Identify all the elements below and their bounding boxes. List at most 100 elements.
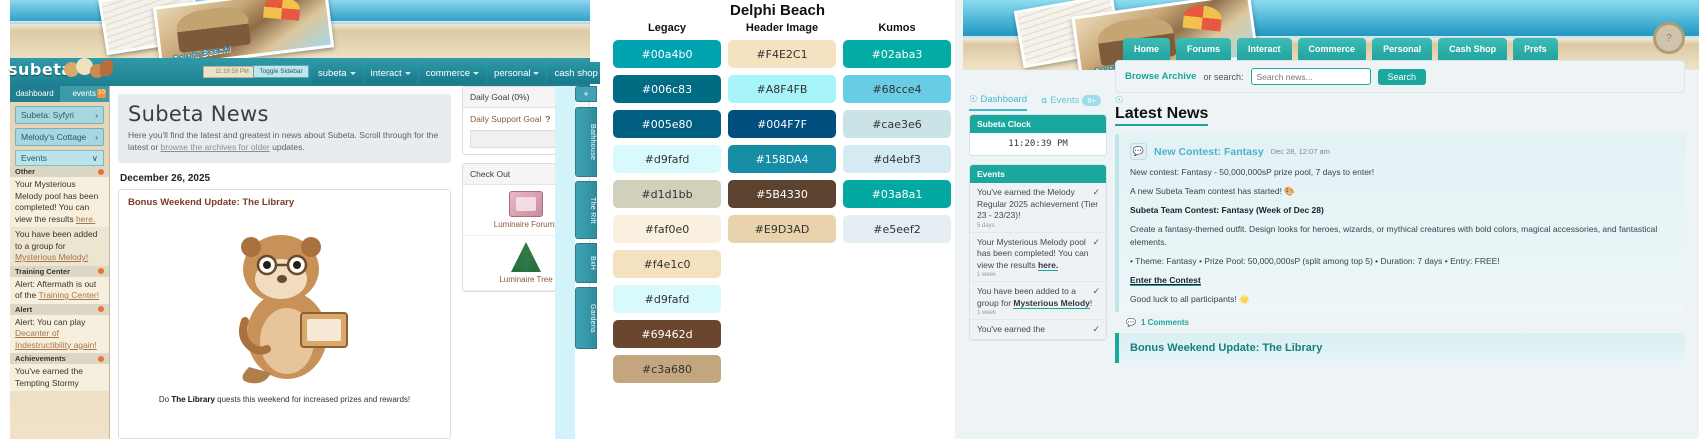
nav-item-commerce[interactable]: commerce [419,62,486,84]
status-dot-icon [98,355,104,362]
check-icon[interactable]: ✓ [1092,187,1100,197]
nav-item-prefs[interactable]: Prefs [1513,38,1558,60]
nav-item-forums[interactable]: Forums [1176,38,1232,60]
legacy-aqua-strip [555,86,575,439]
archives-link[interactable]: browse the archives for older [160,142,270,152]
event-group-header: Training Center [10,265,109,277]
news-article-2-title[interactable]: Bonus Weekend Update: The Library [1115,333,1685,363]
legacy-logo[interactable]: subeta [8,60,73,79]
nav-item-cash-shop[interactable]: cash shop [548,62,600,84]
event-text: Alert: Aftermath is out of the [15,278,97,301]
nav-item-personal[interactable]: personal [488,62,546,84]
swatch: #d4ebf3 [843,145,951,173]
news-card-title[interactable]: Bonus Weekend Update: The Library [128,197,295,208]
nav-item-cash-shop[interactable]: Cash Shop [1438,38,1508,60]
caption-post: quests this weekend for increased prizes… [214,395,411,404]
check-out-item[interactable]: Luminaire Tree [463,236,589,291]
nav-item-interact[interactable]: Interact [1237,38,1292,60]
search-button[interactable]: Search [1377,68,1427,85]
palette-column-header: Kumos [878,22,916,34]
more-icon: ☉ [1114,95,1124,106]
nav-label: interact [370,68,402,79]
kumos-nav: Home Forums Interact Commerce Personal C… [1123,38,1558,60]
kumos-main-content: Browse Archive or search: Search Latest … [1115,60,1685,439]
event-link[interactable]: Mysterious Melody! [15,252,89,262]
swatch: #006c83 [613,75,721,103]
nav-item-commerce[interactable]: Commerce [1297,38,1367,60]
chevron-down-icon [473,72,480,75]
tab-dashboard[interactable]: dashboard [10,86,60,102]
sidebar-events-section[interactable]: Events∨ [15,150,104,166]
check-icon[interactable]: ✓ [1092,236,1100,247]
event-item: ✓ You've earned the Melody Regular 2025 … [970,183,1106,233]
speech-bubble-icon: 💬 [1130,143,1147,160]
article-title[interactable]: New Contest: Fantasy [1154,145,1264,158]
comments-row[interactable]: 💬 1 Comments [1115,312,1685,333]
chevron-down-icon [349,72,356,75]
palette-column-header: Header Image [745,22,819,34]
swatch: #cae3e6 [843,110,951,138]
nav-item-interact[interactable]: interact [364,62,417,84]
search-input[interactable] [1250,68,1371,85]
daily-support-goal-link: Daily Support Goal [470,114,542,124]
swatch: #00a4b0 [613,40,721,68]
article-line-2: A new Subeta Team contest has started! 🎨 [1130,186,1295,196]
article-line-1: New contest: Fantasy - 50,000,000sP priz… [1130,167,1375,177]
tab-dashboard[interactable]: ☉ Dashboard [969,94,1028,111]
chevron-right-icon: › [95,110,98,120]
event-time: 5 days [977,222,995,229]
vtab-bathhouse[interactable]: Bathhouse [575,107,597,177]
sidebar-pet-label: Subeta: Syfyri [21,110,74,120]
tab-more[interactable]: ☉ [1115,95,1124,110]
palette-panel: Delphi Beach Legacy #00a4b0 #006c83 #005… [600,0,955,439]
check-icon[interactable]: ✓ [1092,286,1100,296]
status-dot-icon [98,306,104,312]
swatch: #f4e1c0 [613,250,721,278]
event-link[interactable]: Decanter of Indestructibility again! [15,328,97,350]
vtab-the-rift[interactable]: The Rift [575,181,597,239]
event-text: You've earned the Tempting Stormy [15,366,83,388]
nav-label: subeta [318,68,347,79]
kumos-sidebar: Subeta Clock 11:20:39 PM Events ✓ You've… [969,114,1107,439]
tab-events[interactable]: ⍺ Events 9+ [1041,95,1101,110]
help-icon[interactable]: ? [545,114,551,124]
event-link[interactable]: Training Center! [38,290,100,300]
nav-item-subeta[interactable]: subeta [312,62,362,84]
event-item: ✓ Your Mysterious Melody pool has been c… [970,232,1106,282]
article-line-6: Good luck to all participants! 🌟 [1130,294,1250,304]
browse-archive-link[interactable]: Browse Archive [1125,71,1197,82]
event-link[interactable]: here. [1037,259,1059,271]
event-item: You've earned the Tempting Stormy [10,364,109,391]
legacy-site-panel: Delphi Beach! subeta 11:19:59 PM Toggle … [0,0,600,439]
umbrella-icon [1182,3,1223,32]
add-tab-button[interactable]: + [575,86,597,102]
event-link[interactable]: Mysterious Melody [1013,297,1090,309]
sidebar-pet-button[interactable]: Subeta: Syfyri › [15,106,104,124]
event-link[interactable]: here. [75,213,96,224]
swatch: #d1d1bb [613,180,721,208]
swatch: #02aba3 [843,40,951,68]
article-line-5: • Theme: Fantasy • Prize Pool: 50,000,00… [1130,256,1500,266]
check-icon[interactable]: ✓ [1092,324,1100,334]
swatch: #5B4330 [728,180,836,208]
nav-item-home[interactable]: Home [1123,38,1171,60]
legacy-sidebar: dashboard events 10 Subeta: Syfyri › Melo… [10,86,110,439]
toggle-sidebar-button[interactable]: Toggle Sidebar [253,65,309,78]
daily-support-goal-row[interactable]: Daily Support Goal ? [470,114,582,124]
nav-item-personal[interactable]: Personal [1372,38,1433,60]
events-badge: 10 [97,89,106,98]
sidebar-cottage-button[interactable]: Melody's Cottage› [15,128,104,146]
enter-contest-link[interactable]: Enter the Contest [1130,275,1201,286]
vtab-gardens[interactable]: Gardens [575,287,597,349]
chevron-right-icon: › [95,132,98,142]
tab-events[interactable]: events 10 [59,86,109,102]
hero-description: Here you'll find the latest and greatest… [128,129,441,153]
swatch: #004F7F [728,110,836,138]
event-text-body: Your Mysterious Melody pool has been com… [977,236,1089,270]
vtab-bxh[interactable]: BxH [575,243,597,283]
subeta-clock-title: Subeta Clock [970,115,1106,133]
umbrella-icon [263,0,301,21]
gear-icon[interactable]: ? [1653,22,1685,54]
check-out-item[interactable]: Luminaire Forums [463,185,589,236]
